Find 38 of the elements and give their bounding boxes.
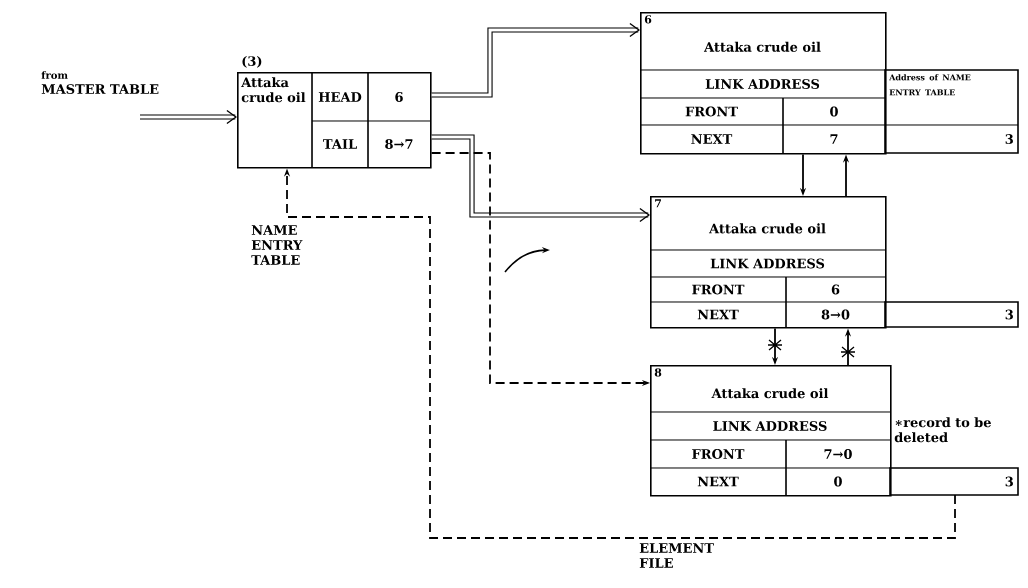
- section-label: ELEMENT FILE: [639, 543, 714, 568]
- cell-text: FRONT: [692, 284, 745, 295]
- section-label: NAME ENTRY TABLE: [251, 225, 303, 265]
- table-label: from MASTER TABLE: [41, 71, 159, 94]
- cell-text: 0: [830, 106, 838, 117]
- cell-text: 0: [834, 476, 842, 487]
- cell-text: HEAD: [318, 92, 362, 102]
- cell-text: 3: [1005, 134, 1013, 144]
- cell-text: 7→0: [824, 449, 852, 459]
- record-title: Attaka crude oil: [708, 223, 826, 234]
- table-number: (3): [242, 55, 262, 68]
- record-number: 8: [654, 368, 662, 377]
- cell-text: 6: [395, 92, 403, 102]
- record-number: 7: [655, 199, 661, 208]
- cell-text: 7: [830, 134, 838, 144]
- cell-text: 8→0: [821, 309, 850, 320]
- cell-text: LINK ADDRESS: [710, 258, 825, 269]
- cell-text: FRONT: [692, 449, 745, 459]
- cell-text: NEXT: [697, 309, 739, 320]
- cell-text: LINK ADDRESS: [705, 79, 820, 89]
- cell-text: NEXT: [697, 476, 739, 487]
- cell-text: 8→7: [385, 139, 413, 149]
- cell-text: Address of NAME ENTRY TABLE: [889, 74, 971, 96]
- record-title: Attaka crude oil: [711, 388, 829, 399]
- arrow: [431, 22, 640, 98]
- note-text: ∗record to be deleted: [894, 417, 991, 443]
- cell-text: TAIL: [323, 139, 357, 149]
- cell-text: LINK ADDRESS: [713, 421, 827, 431]
- arrow: [431, 134, 650, 223]
- cell-text: Attaka crude oil: [241, 77, 306, 103]
- cell-text: 3: [1005, 476, 1013, 487]
- record-title: Attaka crude oil: [703, 41, 821, 52]
- cell-text: 6: [831, 284, 840, 295]
- cell-text: FRONT: [685, 106, 738, 117]
- cell-text: 3: [1005, 309, 1013, 320]
- arrow: [140, 109, 237, 125]
- cell-text: NEXT: [691, 134, 733, 144]
- record-number: 6: [644, 15, 652, 24]
